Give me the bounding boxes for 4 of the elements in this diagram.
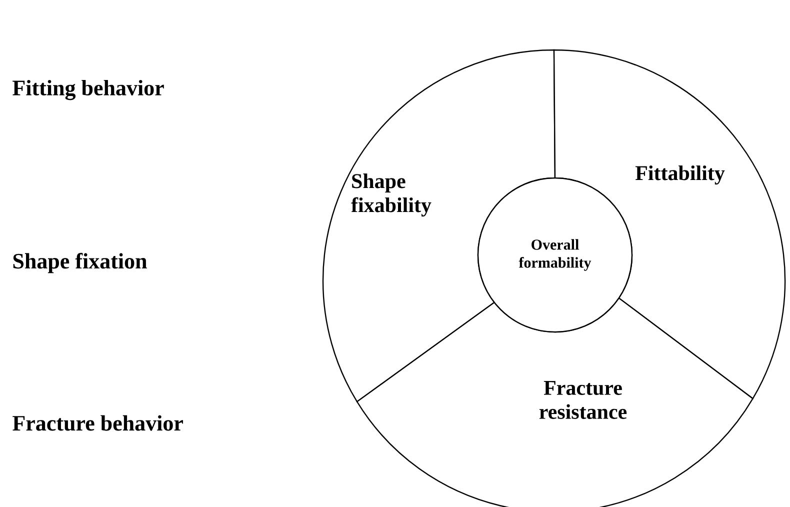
side-label: Fracture behavior [12,415,183,431]
side-label: Fitting behavior [12,80,164,100]
side-label: Shape fixation [13,252,147,274]
node-label: Fittability [635,165,725,185]
